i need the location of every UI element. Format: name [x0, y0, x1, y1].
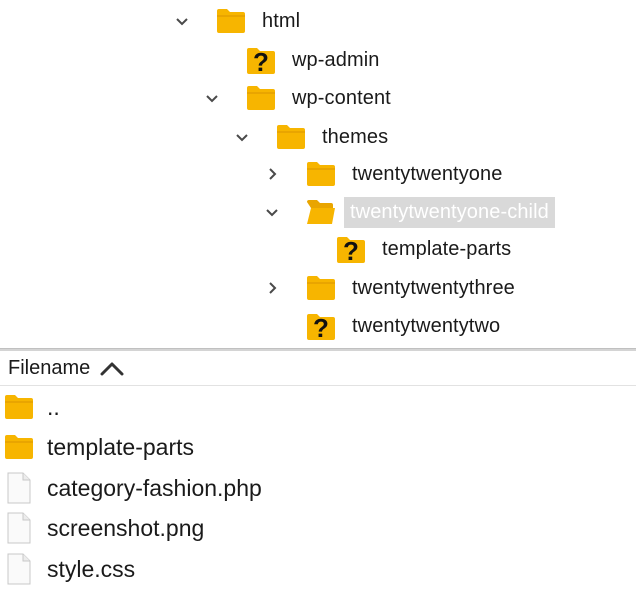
- filename-column-label: Filename: [8, 357, 91, 379]
- tree-node-wp-content[interactable]: wp-content: [200, 81, 395, 115]
- sort-ascending-icon: [100, 361, 124, 377]
- tree-node-twentytwentyone-child[interactable]: twentytwentyone-child: [260, 195, 555, 229]
- tree-node-label: html: [262, 9, 301, 32]
- file-icon: [4, 512, 34, 544]
- folder-icon: [246, 85, 276, 111]
- file-name: ..: [47, 393, 60, 420]
- tree-node-twentytwentythree[interactable]: twentytwentythree: [260, 271, 519, 305]
- chevron-down-icon[interactable]: [206, 92, 218, 104]
- folder-icon: [216, 8, 246, 34]
- file-row-category-fashion[interactable]: category-fashion.php: [0, 468, 636, 508]
- tree-node-label: twentytwentythree: [352, 276, 515, 299]
- svg-text:?: ?: [343, 236, 359, 264]
- chevron-down-icon[interactable]: [266, 206, 278, 218]
- tree-node-label: themes: [322, 125, 389, 148]
- unknown-folder-icon: ?: [306, 311, 336, 341]
- folder-icon: [4, 431, 34, 463]
- tree-node-wp-admin[interactable]: ? wp-admin: [200, 43, 384, 77]
- tree-node-label: wp-admin: [292, 48, 380, 71]
- tree-node-label: wp-content: [292, 86, 391, 109]
- filename-column-header[interactable]: Filename: [8, 357, 124, 380]
- svg-text:?: ?: [253, 47, 269, 75]
- folder-icon: [276, 124, 306, 150]
- file-row-style-css[interactable]: style.css: [0, 549, 636, 589]
- pane-splitter[interactable]: [0, 348, 636, 351]
- file-list-header: Filename: [0, 352, 636, 386]
- svg-text:?: ?: [313, 313, 329, 341]
- file-name: category-fashion.php: [47, 474, 262, 501]
- file-row-template-parts[interactable]: template-parts: [0, 427, 636, 467]
- chevron-right-icon[interactable]: [266, 282, 278, 294]
- chevron-down-icon[interactable]: [176, 15, 188, 27]
- chevron-down-icon[interactable]: [236, 131, 248, 143]
- tree-node-twentytwentytwo[interactable]: ? twentytwentytwo: [260, 309, 504, 343]
- file-icon: [4, 553, 34, 585]
- tree-node-label: template-parts: [382, 237, 512, 260]
- tree-node-label: twentytwentyone: [352, 162, 503, 185]
- open-folder-icon: [306, 199, 336, 225]
- tree-node-html[interactable]: html: [170, 4, 304, 38]
- folder-icon: [4, 391, 34, 423]
- file-name: style.css: [47, 555, 136, 582]
- tree-node-label: twentytwentytwo: [352, 314, 501, 337]
- folder-icon: [306, 161, 336, 187]
- unknown-folder-icon: ?: [336, 234, 366, 264]
- folder-icon: [306, 275, 336, 301]
- tree-node-template-parts[interactable]: ? template-parts: [290, 232, 515, 266]
- chevron-right-icon[interactable]: [266, 168, 278, 180]
- remote-directory-tree: html ? wp-admin wp-content themes: [170, 4, 555, 343]
- file-icon: [4, 472, 34, 504]
- tree-node-label: twentytwentyone-child: [344, 196, 555, 228]
- unknown-folder-icon: ?: [246, 45, 276, 75]
- tree-node-twentytwentyone[interactable]: twentytwentyone: [260, 157, 506, 191]
- tree-node-themes[interactable]: themes: [230, 120, 392, 154]
- file-row-screenshot[interactable]: screenshot.png: [0, 508, 636, 548]
- file-name: template-parts: [47, 433, 195, 460]
- file-name: screenshot.png: [47, 514, 205, 541]
- file-row-parent-directory[interactable]: ..: [0, 387, 636, 427]
